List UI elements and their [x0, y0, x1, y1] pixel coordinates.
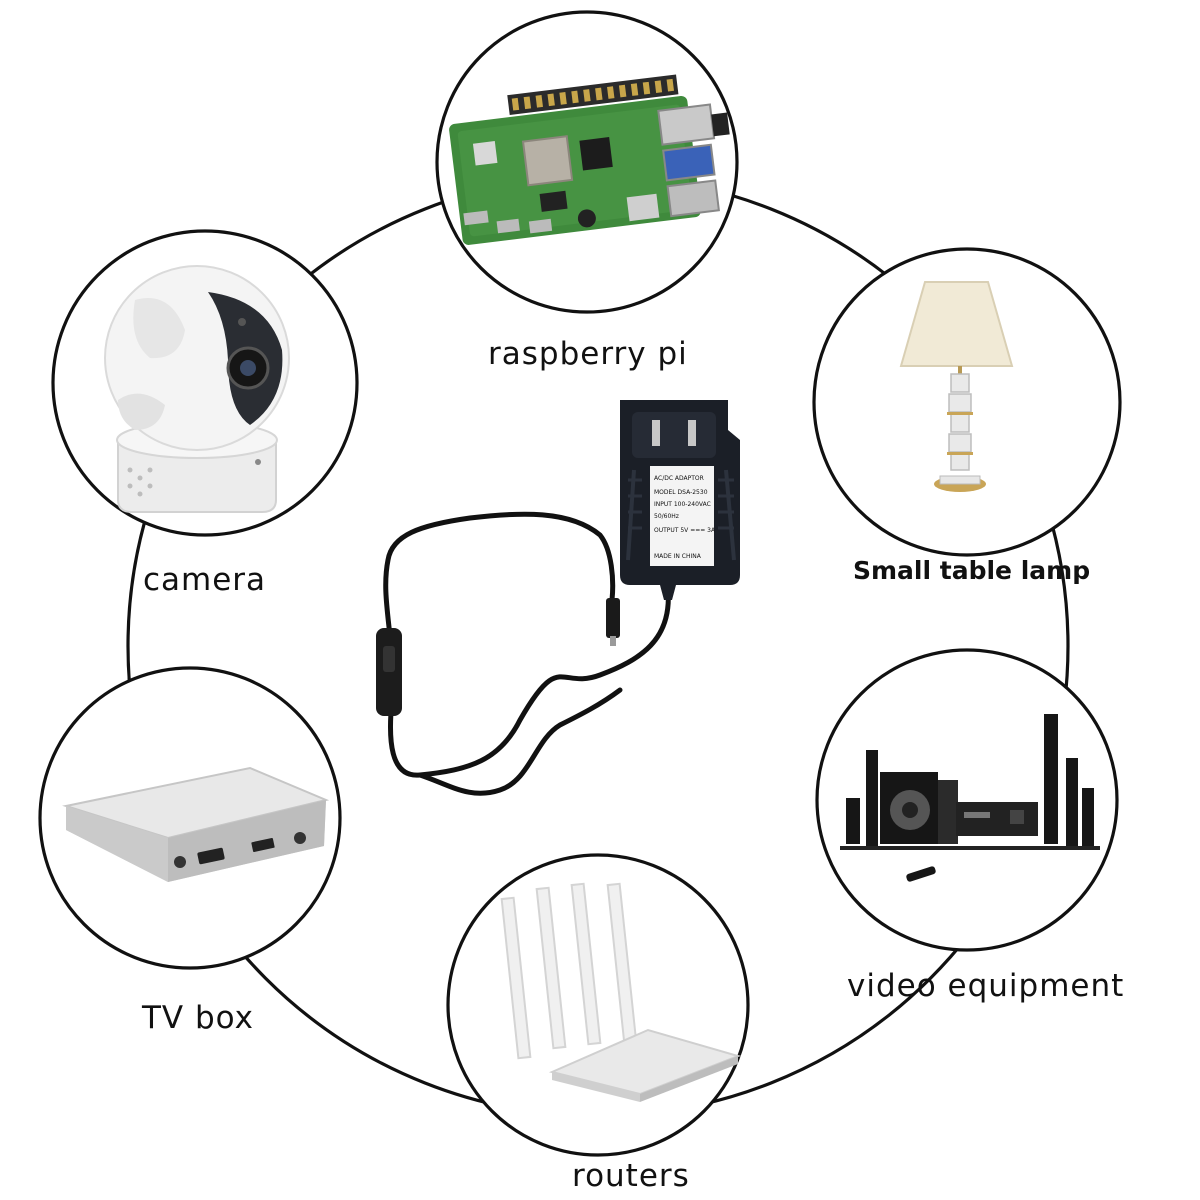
- home-theater-icon: [840, 714, 1100, 882]
- adapter-label-line-6: MADE IN CHINA: [654, 553, 702, 560]
- video-equipment-circle: [815, 648, 1119, 952]
- tv-box-node: [38, 666, 342, 970]
- routers-circle: [446, 853, 750, 1157]
- micro-usb-plug: [606, 598, 620, 638]
- label-camera: camera: [143, 562, 267, 598]
- router-icon: [500, 882, 742, 1102]
- camera-icon: [104, 265, 290, 513]
- camera-node: [51, 229, 359, 537]
- adapter-label-plate: [650, 466, 714, 566]
- adapter-label-line-4: 50/60Hz: [654, 513, 679, 520]
- label-video-equipment: video equipment: [847, 968, 1125, 1004]
- label-routers: routers: [572, 1158, 690, 1194]
- power-adapter-icon: AC/DC ADAPTOR MODEL DSA-2530 INPUT 100-2…: [376, 400, 740, 796]
- lamp-node: [812, 247, 1122, 557]
- adapter-label-line-2: MODEL DSA-2530: [654, 489, 708, 496]
- video-equipment-node: [815, 648, 1119, 952]
- adapter-label-line-3: INPUT 100-240VAC: [654, 501, 711, 508]
- label-tv-box: TV box: [142, 1000, 255, 1036]
- label-small-table-lamp: Small table lamp: [853, 556, 1091, 585]
- table-lamp-icon: [899, 281, 1014, 492]
- raspberry-pi-board-icon: [449, 74, 730, 245]
- routers-node: [446, 853, 750, 1157]
- adapter-label-line-5: OUTPUT 5V === 3A: [654, 527, 716, 534]
- label-raspberry-pi: raspberry pi: [488, 336, 688, 372]
- adapter-label-line-1: AC/DC ADAPTOR: [654, 475, 704, 482]
- tv-box-icon: [62, 766, 330, 882]
- raspberry-pi-node: [435, 10, 739, 314]
